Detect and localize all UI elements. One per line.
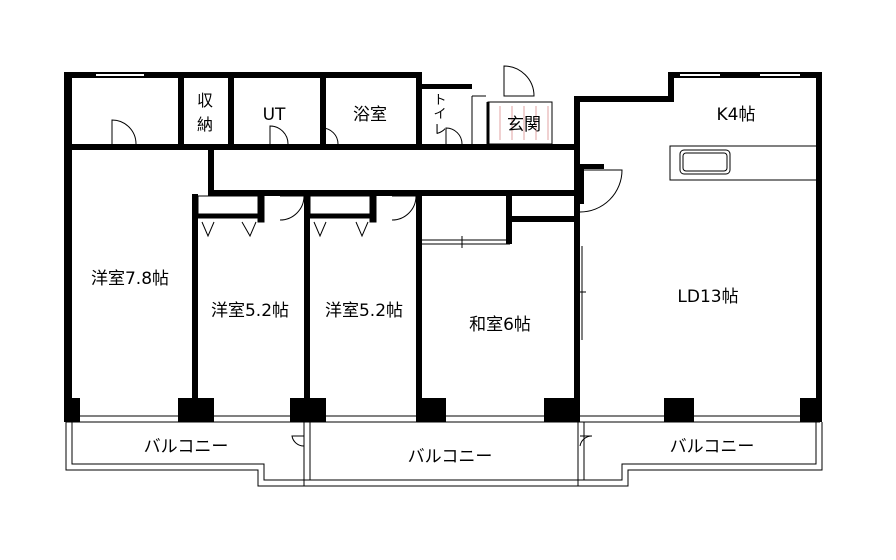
label-toilet-2: イ	[433, 107, 446, 122]
entrance-step	[471, 95, 553, 145]
label-toilet-1: ト	[433, 93, 446, 108]
room-labels: 収 納 UT 浴室 ト イ レ 玄関 K4帖 洋室7.8帖 洋室5.2帖 洋室5…	[91, 91, 756, 467]
label-toilet-3: レ	[433, 123, 446, 138]
walls	[64, 72, 822, 422]
doors	[110, 65, 623, 447]
label-living: LD13帖	[677, 287, 738, 307]
label-balcony-1: バルコニー	[144, 437, 229, 457]
label-storage-1: 収	[197, 91, 213, 110]
label-balcony-3: バルコニー	[670, 437, 755, 457]
window-openings-top	[96, 74, 800, 76]
closets	[197, 195, 377, 238]
label-ut: UT	[263, 105, 286, 125]
label-western-a: 洋室7.8帖	[91, 269, 169, 289]
label-kitchen: K4帖	[717, 105, 756, 125]
kitchen-counter	[669, 145, 819, 181]
label-storage-2: 納	[197, 115, 213, 134]
label-entrance: 玄関	[507, 115, 541, 135]
label-balcony-2: バルコニー	[408, 447, 493, 467]
label-japanese: 和室6帖	[469, 315, 531, 335]
label-western-b: 洋室5.2帖	[211, 301, 289, 321]
oshiire	[422, 236, 586, 340]
balcony-outline	[65, 422, 823, 487]
label-western-c: 洋室5.2帖	[325, 301, 403, 321]
label-bath: 浴室	[353, 105, 387, 125]
